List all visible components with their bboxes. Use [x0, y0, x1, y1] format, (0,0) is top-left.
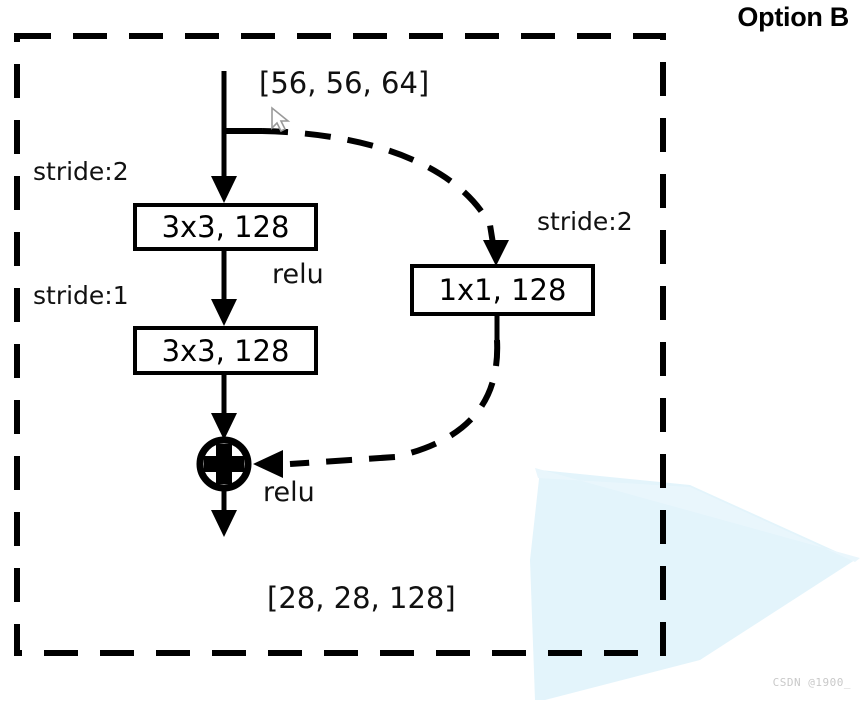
output-arrow-head [211, 510, 237, 537]
output-shape-label: [28, 28, 128] [267, 581, 456, 615]
stride-label-conv2: stride:1 [33, 281, 129, 310]
shortcut-curve-bottom [289, 339, 501, 467]
input-arrow-head [211, 176, 237, 203]
block-boundary [14, 33, 666, 656]
plus-icon-horizontal-bar [204, 456, 244, 472]
shortcut-curve-top [261, 128, 498, 257]
conv-box-2-label: 3x3, 128 [161, 333, 290, 368]
stride-label-conv1: stride:2 [33, 157, 129, 186]
conv1-to-conv2-arrow-head [211, 299, 237, 326]
shortcut-arrow-head-bottom [253, 450, 283, 478]
conv-box-1[interactable]: 3x3, 128 [133, 203, 318, 251]
mouse-pointer-icon [271, 106, 291, 133]
conv2-to-add-arrow-head [211, 413, 237, 440]
conv-box-1-label: 3x3, 128 [161, 210, 290, 244]
watermark-label: CSDN @1900_ [772, 676, 851, 689]
relu-label-1: relu [272, 259, 324, 290]
shortcut-conv-box[interactable]: 1x1, 128 [410, 264, 595, 316]
shortcut-arrow-head-top [483, 240, 509, 266]
relu-label-2: relu [263, 477, 315, 508]
page-title: Option B [737, 2, 849, 32]
highlight-overlay-shape-2 [535, 468, 860, 562]
shortcut-conv-box-label: 1x1, 128 [438, 273, 567, 307]
input-shape-label: [56, 56, 64] [259, 66, 430, 100]
stride-label-shortcut: stride:2 [537, 207, 633, 236]
conv-box-2[interactable]: 3x3, 128 [133, 326, 318, 375]
